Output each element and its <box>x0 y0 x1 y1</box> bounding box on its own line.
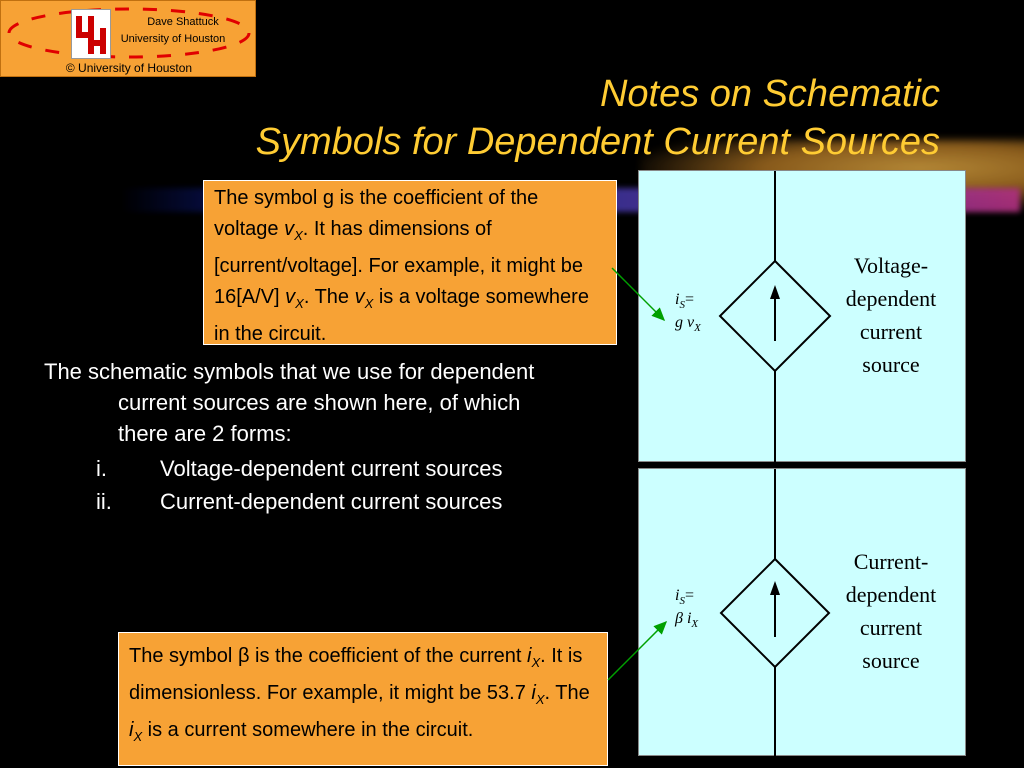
g-pointer-arrow <box>611 267 666 322</box>
var-subscript: X <box>535 692 545 707</box>
beta-coefficient-callout: The symbol β is the coefficient of the c… <box>118 632 608 766</box>
g-coefficient-callout: The symbol g is the coefficient of the v… <box>203 180 617 345</box>
var-symbol: i <box>531 682 536 704</box>
current-dependent-source-symbol <box>719 469 831 757</box>
source-label: Voltage- dependent current source <box>845 253 937 377</box>
var-symbol: v <box>284 218 295 240</box>
var-symbol: i <box>129 719 134 741</box>
title-line-2: Symbols for Dependent Current Sources <box>255 121 940 163</box>
var-symbol: v <box>354 286 365 308</box>
var-subscript: X <box>294 228 303 243</box>
intro-paragraph: The schematic symbols that we use for de… <box>44 359 535 446</box>
callout-text: . It is dimensionless. For example, it m… <box>129 645 583 704</box>
voltage-dependent-source-panel: iS= g vX Voltage- dependent current sour… <box>638 170 966 463</box>
list-item: ii. Current-dependent current sources <box>44 486 564 517</box>
voltage-dependent-source-symbol <box>718 171 832 463</box>
author-affiliation: University of Houston <box>120 33 226 45</box>
var-symbol: i <box>527 645 532 667</box>
var-symbol: v <box>285 286 296 308</box>
callout-text: The symbol g is the coefficient of the v… <box>214 187 539 240</box>
list-item-text: Current-dependent current sources <box>160 489 503 514</box>
list-item: i. Voltage-dependent current sources <box>44 453 564 484</box>
var-subscript: X <box>531 655 541 670</box>
dashed-ellipse-decoration <box>7 7 251 59</box>
callout-text: . It has dimensions of [current/voltage]… <box>214 218 584 308</box>
beta-symbol: β <box>237 645 250 667</box>
author-name: Dave Shattuck <box>147 16 219 28</box>
beta-pointer-arrow <box>607 620 668 681</box>
title-line-1: Notes on Schematic <box>599 73 940 115</box>
list-item-number: i. <box>96 456 107 481</box>
callout-text: The symbol <box>129 645 238 667</box>
callout-text: . The <box>544 682 590 704</box>
current-dependent-source-panel: iS= β iX Current- dependent current sour… <box>638 468 966 757</box>
callout-text: is a current somewhere in the circuit. <box>142 719 474 741</box>
list-item-text: Voltage-dependent current sources <box>160 456 503 481</box>
callout-text: is a voltage somewhere in the circuit. <box>214 286 589 345</box>
list-item-number: ii. <box>96 489 112 514</box>
source-label: Current- dependent current source <box>845 549 937 673</box>
source-equation: iS= β iX <box>675 587 699 631</box>
source-equation: iS= g vX <box>675 291 701 335</box>
var-subscript: X <box>295 296 304 311</box>
main-body: The schematic symbols that we use for de… <box>44 356 564 519</box>
slide-title: Notes on Schematic Symbols for Dependent… <box>256 70 940 166</box>
var-subscript: X <box>133 729 143 744</box>
var-subscript: X <box>364 296 374 311</box>
callout-text: . The <box>303 286 355 308</box>
uh-logo-icon <box>71 9 111 59</box>
callout-text: is the coefficient of the current <box>249 645 528 667</box>
logo-block: Dave Shattuck University of Houston © Un… <box>0 0 256 77</box>
copyright-notice: © University of Houston <box>65 61 193 75</box>
